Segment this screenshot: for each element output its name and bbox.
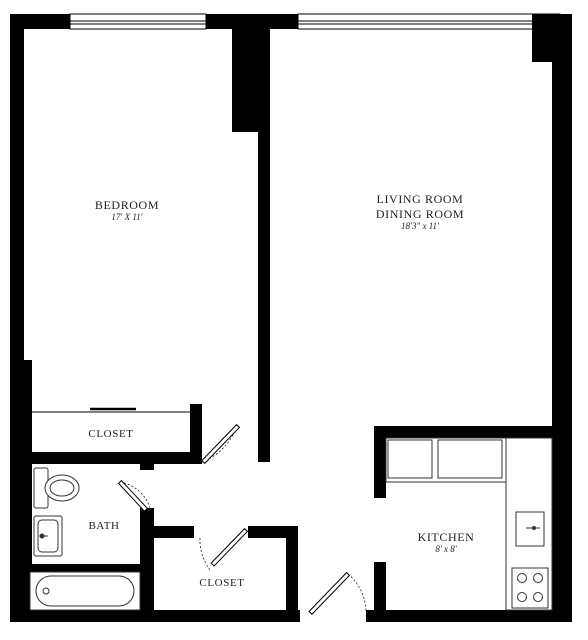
closet-details — [30, 407, 192, 413]
kitchen-size: 8' x 8' — [435, 544, 457, 554]
wall-left-lower — [10, 360, 32, 620]
closet-hall-label: CLOSET — [199, 577, 244, 589]
wall-hall-closet-right — [286, 526, 298, 620]
bath-door-swing — [119, 481, 151, 509]
wall-bath-top-right — [140, 460, 154, 470]
wall-hall-closet-top-b — [248, 526, 298, 538]
wall-bottom-right — [366, 610, 572, 622]
wall-bath-shelf — [10, 564, 148, 572]
wall-closet-end — [190, 404, 202, 464]
entry-door-swing — [347, 573, 367, 613]
entry-door-leaf — [308, 571, 351, 615]
bedroom-door-leaf — [201, 423, 241, 465]
wall-hall-closet-top-a — [148, 526, 194, 538]
wall-bedroom-living — [258, 14, 270, 462]
living-room-label: LIVING ROOM — [377, 192, 464, 206]
wall-bottom-left — [10, 610, 300, 622]
room-labels: BEDROOM 17' X 11' LIVING ROOM DINING ROO… — [88, 192, 475, 589]
closet-bedroom-label: CLOSET — [88, 428, 133, 440]
wall-top-left — [10, 14, 70, 29]
living-room-size: 18'3" x 11' — [401, 221, 440, 231]
walls — [10, 14, 572, 622]
wall-right — [552, 14, 572, 434]
bath-label: BATH — [88, 520, 119, 532]
stove-icon — [511, 567, 549, 609]
dining-room-label: DINING ROOM — [376, 207, 464, 221]
kitchen-sink-icon — [515, 511, 545, 547]
wall-right-column — [532, 14, 572, 62]
doors — [117, 423, 367, 615]
wall-kitchen-left-lower — [374, 562, 386, 622]
bath-fixtures — [29, 467, 141, 611]
wall-kitchen-right — [552, 426, 572, 622]
closet-door-swing — [199, 537, 211, 571]
kitchen-label: KITCHEN — [418, 530, 475, 544]
windows — [69, 13, 561, 30]
closet-door-leaf — [210, 527, 249, 567]
sink-icon — [33, 515, 63, 557]
wall-left-upper — [10, 14, 24, 360]
wall-bedroom-bottom — [10, 452, 200, 464]
bedroom-size: 17' X 11' — [111, 212, 143, 222]
wall-kitchen-left-upper — [374, 426, 386, 498]
wall-kitchen-top — [374, 426, 552, 438]
bedroom-label: BEDROOM — [95, 198, 159, 212]
bath-door-leaf — [117, 479, 149, 512]
kitchen-fixtures — [385, 437, 553, 611]
bathtub-icon — [29, 571, 141, 611]
toilet-icon — [33, 467, 80, 509]
upper-cabinets — [385, 437, 507, 483]
